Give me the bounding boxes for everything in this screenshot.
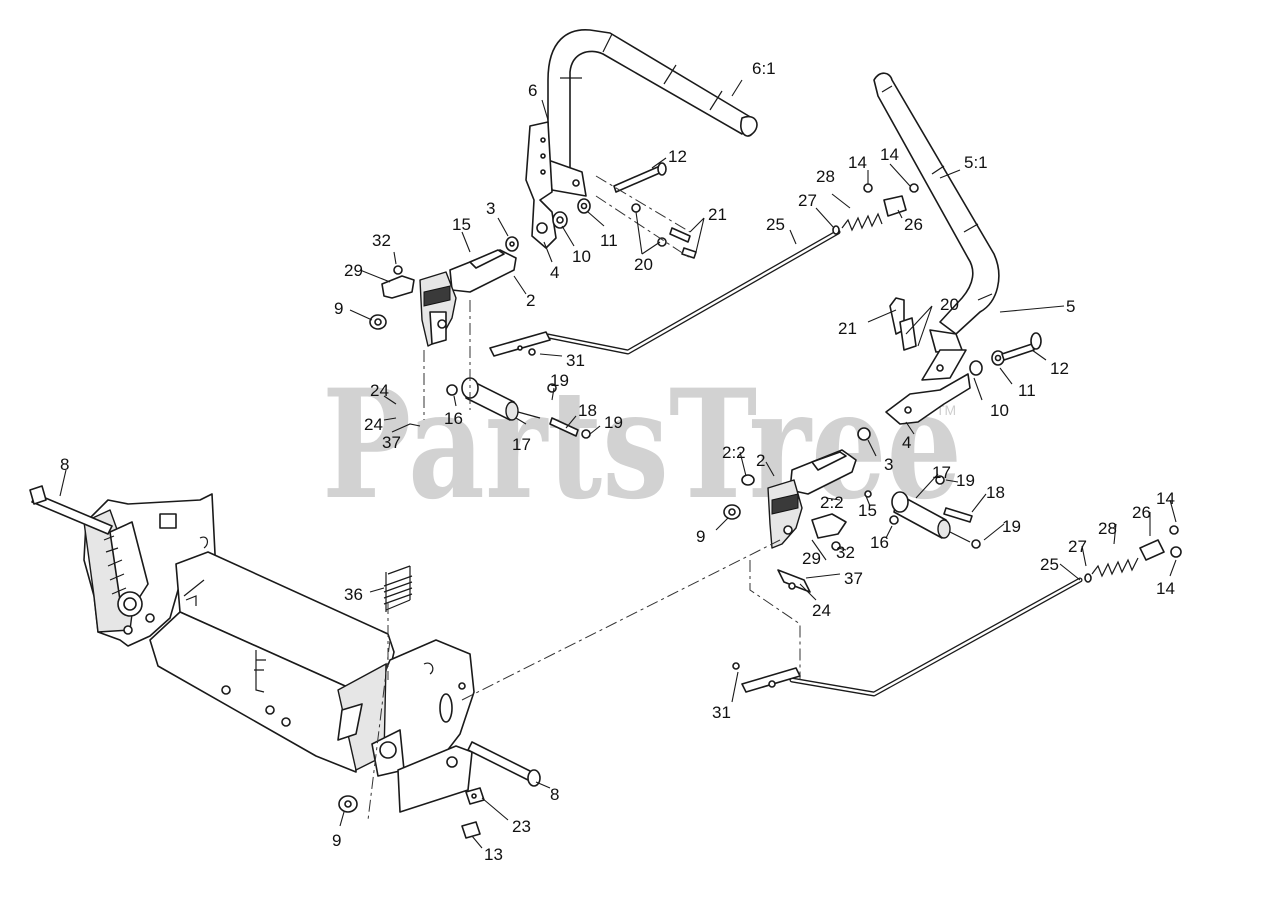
bolt-8-lower [467,741,541,787]
callout-2-2: 2:2 [722,443,746,462]
callout-14: 14 [1156,579,1175,598]
callout-20: 20 [634,255,653,274]
callout-24: 24 [370,381,389,400]
callout-16: 16 [870,533,889,552]
control-lever-left [505,29,758,259]
callout-17: 17 [932,463,951,482]
control-lever-right [857,72,1042,441]
callout-9: 9 [332,831,341,850]
callout-12: 12 [1050,359,1069,378]
callout-6: 6 [528,81,537,100]
mounting-frame [83,493,475,813]
callout-21: 21 [708,205,727,224]
callout-36: 36 [344,585,363,604]
callout-37: 37 [382,433,401,452]
callout-26: 26 [904,215,923,234]
callout-20: 20 [940,295,959,314]
callout-21: 21 [838,319,857,338]
callout-11: 11 [1018,381,1036,400]
callout-10: 10 [990,401,1009,420]
callout-9: 9 [334,299,343,318]
damper-right [864,475,981,549]
callout-27: 27 [798,191,817,210]
center-lines [367,300,801,821]
callout-16: 16 [444,409,463,428]
callout-14: 14 [1156,489,1175,508]
callout-8: 8 [60,455,69,474]
callout-4: 4 [550,263,559,282]
callout-19: 19 [550,371,569,390]
callout-31: 31 [712,703,731,722]
callout-24: 24 [364,415,383,434]
callout-3: 3 [884,455,893,474]
callout-19: 19 [604,413,623,432]
bolt-8-upper [29,485,113,535]
fasteners-lower [338,787,485,839]
callout-2: 2 [526,291,535,310]
callout-15: 15 [452,215,471,234]
callout-9: 9 [696,527,705,546]
callout-19: 19 [1002,517,1021,536]
callout-19: 19 [956,471,975,490]
callout-18: 18 [578,401,597,420]
callout-10: 10 [572,247,591,266]
callout-2-2: 2:2 [820,493,844,512]
control-rod-left [489,183,919,357]
callout-5-1: 5:1 [964,153,988,172]
callout-3: 3 [486,199,495,218]
callout-11: 11 [600,231,618,250]
callout-labels: 6:1 6 12 14 14 5:1 28 27 26 21 3 25 32 1… [60,59,1175,864]
callout-28: 28 [1098,519,1117,538]
callout-14: 14 [848,153,867,172]
callout-25: 25 [766,215,785,234]
callout-17: 17 [512,435,531,454]
callout-4: 4 [902,433,911,452]
callout-13: 13 [484,845,503,864]
callout-14: 14 [880,145,899,164]
callout-37: 37 [844,569,863,588]
callout-26: 26 [1132,503,1151,522]
callout-27: 27 [1068,537,1087,556]
damper-left [446,377,591,439]
callout-15: 15 [858,501,877,520]
pump-arm-left [369,249,517,347]
spring-36 [383,565,413,612]
callout-29: 29 [802,549,821,568]
callout-2: 2 [756,451,765,470]
pump-arm-right [723,449,857,593]
callout-32: 32 [372,231,391,250]
callout-leaders [59,79,1177,849]
callout-25: 25 [1040,555,1059,574]
callout-6-1: 6:1 [752,59,776,78]
callout-29: 29 [344,261,363,280]
control-rod-right [732,525,1182,697]
callout-5: 5 [1066,297,1075,316]
callout-32: 32 [836,543,855,562]
watermark-text: PartsTree [322,357,962,533]
callout-23: 23 [512,817,531,836]
callout-12: 12 [668,147,687,166]
callout-18: 18 [986,483,1005,502]
callout-8: 8 [550,785,559,804]
callout-28: 28 [816,167,835,186]
callout-31: 31 [566,351,585,370]
callout-24: 24 [812,601,831,620]
